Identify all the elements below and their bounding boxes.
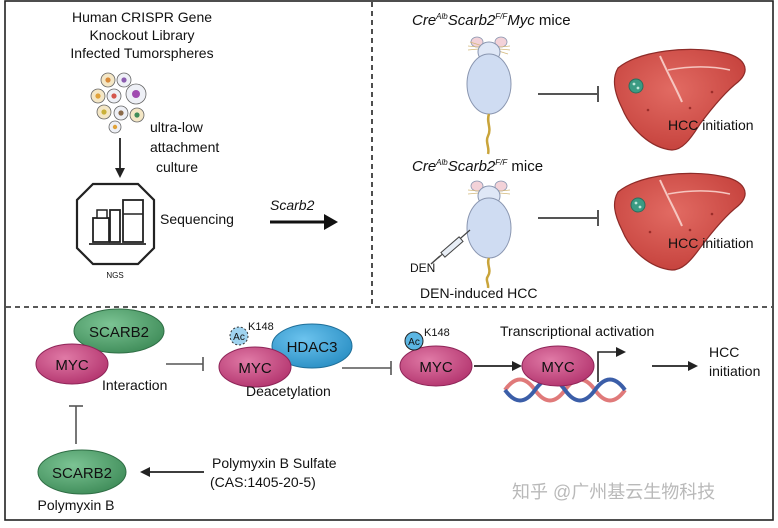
- mouse-model-panel: CreAlbScarb2F/FMyc mice HCC initiation C…: [410, 12, 754, 301]
- myc-label-interaction: MYC: [55, 357, 89, 374]
- culture-text-line-1: ultra-low: [150, 119, 204, 135]
- myc-node-acetylated: [399, 345, 473, 387]
- scarb2-node-drug: [37, 449, 127, 495]
- culture-text-line-3: culture: [156, 159, 198, 175]
- hcc-outcome-line-2: initiation: [709, 363, 760, 379]
- mouse-icon-1: [466, 36, 512, 155]
- drug-name: Polymyxin B Sulfate: [212, 455, 337, 471]
- hdac3-node: [271, 323, 353, 369]
- transcription-label: Transcriptional activation: [500, 323, 654, 339]
- acetyl-label-solid: Ac: [408, 337, 420, 348]
- model2-outcome: HCC initiation: [668, 235, 754, 251]
- library-title-line-1: Human CRISPR Gene: [72, 9, 212, 25]
- scarb2-node-interaction: [73, 308, 165, 354]
- myc-label-transcription: MYC: [541, 359, 575, 376]
- ngs-sequencer-icon: [75, 182, 156, 266]
- acetyl-badge-solid: [404, 331, 424, 351]
- sequencing-label: Sequencing: [160, 211, 234, 227]
- den-treatment-label: DEN: [410, 261, 435, 275]
- watermark: 知乎 @广州基云生物科技: [512, 482, 715, 502]
- library-title-line-3: Infected Tumorspheres: [70, 45, 213, 61]
- promoter-arrow: [597, 347, 626, 382]
- model2-caption: DEN-induced HCC: [420, 285, 537, 301]
- liver-tumor-icon-1: [613, 48, 746, 151]
- acetyl-badge-dashed: [229, 326, 249, 346]
- drug-cas: (CAS:1405-20-5): [210, 474, 316, 490]
- deacetylation-label: Deacetylation: [246, 383, 331, 399]
- myc-label-deacetylation: MYC: [238, 360, 272, 377]
- interaction-label: Interaction: [102, 377, 167, 393]
- myc-node-deacetylation: [218, 346, 292, 388]
- hdac3-label: HDAC3: [287, 339, 338, 356]
- scarb2-label-drug: SCARB2: [52, 465, 112, 482]
- model2-genotype: CreAlbScarb2F/F mice: [412, 158, 543, 175]
- ngs-label: NGS: [106, 271, 123, 280]
- myc-node-transcription: [521, 345, 595, 387]
- model1-outcome: HCC initiation: [668, 117, 754, 133]
- mechanism-panel: SCARB2 MYC Interaction HDAC3 MYC Ac K148…: [35, 308, 760, 513]
- myc-node-interaction: [35, 343, 109, 385]
- hit-arrow-head: [324, 214, 338, 230]
- dna-helix-icon: [503, 377, 627, 403]
- liver-tumor-icon-2: [613, 172, 746, 271]
- figure-frame: [4, 0, 774, 521]
- k148-label-2: K148: [424, 327, 450, 339]
- tumorsphere-cluster-icon: [90, 72, 147, 134]
- acetyl-label-dashed: Ac: [233, 332, 245, 343]
- scarb2-label-interaction: SCARB2: [89, 324, 149, 341]
- k148-label-1: K148: [248, 321, 274, 333]
- polymyxin-caption: Polymyxin B: [37, 497, 114, 513]
- myc-label-acetylated: MYC: [419, 359, 453, 376]
- model1-genotype: CreAlbScarb2F/FMyc mice: [412, 12, 571, 29]
- scarb2-hit-label: Scarb2: [270, 197, 315, 213]
- culture-text-line-2: attachment: [150, 139, 219, 155]
- hcc-outcome-line-1: HCC: [709, 344, 739, 360]
- library-title-line-2: Knockout Library: [89, 27, 194, 43]
- syringe-icon: [430, 229, 471, 265]
- screening-panel: Human CRISPR Gene Knockout Library Infec…: [70, 9, 338, 280]
- mouse-icon-2: [466, 180, 512, 289]
